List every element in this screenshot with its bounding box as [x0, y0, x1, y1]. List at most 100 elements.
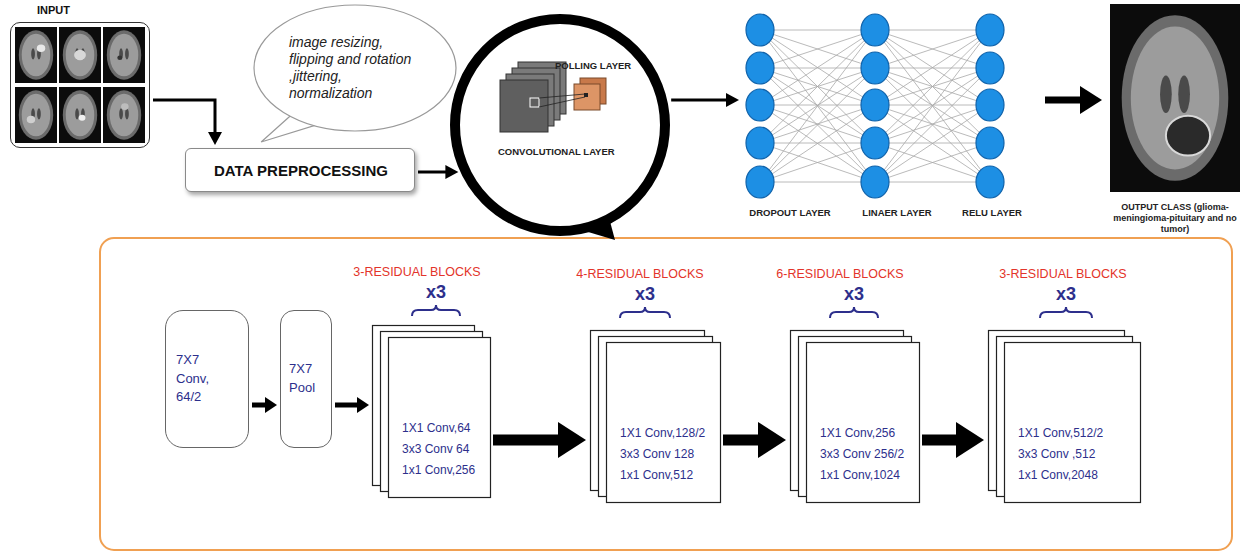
- layer-spec: 1X1 Conv,512/2: [1018, 423, 1103, 444]
- network-link: [760, 105, 875, 182]
- mri-ventricle: [1178, 75, 1190, 113]
- mri-lesion: [117, 56, 122, 61]
- network-link: [760, 105, 875, 182]
- conv-box-text: 7X7 Conv, 64/2: [176, 351, 228, 408]
- network-link: [875, 105, 990, 182]
- mri-background: [59, 87, 101, 143]
- network-link: [875, 68, 990, 182]
- network-link: [760, 30, 875, 105]
- network-link: [760, 105, 875, 143]
- network-link: [875, 30, 990, 68]
- mri-thumbnail: [59, 27, 101, 83]
- arrowhead: [445, 165, 458, 179]
- mri-ventricle: [125, 48, 129, 59]
- neuron: [976, 89, 1004, 121]
- layer-spec: 1X1 Conv,256: [820, 423, 904, 444]
- mri-skull: [63, 90, 97, 139]
- stage-heading: 6-RESIDUAL BLOCKS: [776, 267, 903, 281]
- output-caption: OUTPUT CLASS (glioma-meningioma-pituitar…: [1110, 202, 1240, 235]
- network-link: [875, 182, 990, 183]
- arrow-connector: [493, 422, 586, 458]
- layer-spec: 1x1 Conv,1024: [820, 465, 904, 486]
- mri-skull: [107, 30, 141, 79]
- network-link: [760, 30, 875, 68]
- mri-brain: [110, 34, 139, 77]
- arrow-connector: [335, 397, 369, 413]
- mri-scan: [1110, 4, 1240, 192]
- process-box-text: DATA PREPROCESSING: [214, 162, 388, 179]
- mri-thumbnail: [103, 27, 145, 83]
- arrowhead: [208, 132, 222, 145]
- callout-text: image resizing, flipping and rotation ,j…: [289, 34, 421, 102]
- neuron: [746, 52, 774, 84]
- neural-network-art: [745, 14, 1005, 198]
- input-panel-art: [11, 23, 151, 149]
- speech-bubble-text: image resizing, flipping and rotation ,j…: [289, 34, 421, 102]
- mri-brain: [110, 94, 139, 137]
- mri-background: [103, 87, 145, 143]
- residual-stage: 1X1 Conv,643x3 Conv 641x1 Conv,2563-RESI…: [372, 325, 490, 497]
- layer-spec: 1x1 Conv,256: [402, 460, 475, 481]
- layer-spec: 1x1 Conv,2048: [1018, 465, 1103, 486]
- layer-caption: CONVOLUTIONAL LAYER: [498, 146, 615, 157]
- speech-bubble: image resizing, flipping and rotation ,j…: [253, 4, 457, 132]
- layer-spec: 3x3 Conv ,512: [1018, 444, 1103, 465]
- network-link: [875, 30, 990, 182]
- mri-lesion: [37, 45, 45, 53]
- network-link: [875, 30, 990, 143]
- network-link: [875, 143, 990, 182]
- network-link: [760, 30, 875, 182]
- pool-cell: [584, 93, 588, 97]
- mri-background: [1110, 4, 1240, 192]
- projection-line: [539, 94, 585, 98]
- network-link: [760, 105, 875, 143]
- mri-background: [103, 27, 145, 83]
- network-link: [760, 143, 875, 182]
- layer-caption: DROPOUT LAYER: [749, 207, 830, 218]
- mri-background: [59, 27, 101, 83]
- callout-outline: [455, 19, 665, 231]
- layer-spec: 3x3 Conv 256/2: [820, 444, 904, 465]
- layer-spec: 1X1 Conv,128/2: [620, 423, 705, 444]
- residual-block: [607, 343, 721, 503]
- neuron: [861, 89, 889, 121]
- network-link: [760, 30, 875, 143]
- network-link: [875, 30, 990, 68]
- neuron: [746, 127, 774, 159]
- mri-thumbnail: [59, 87, 101, 143]
- bubble-outline: [254, 5, 456, 131]
- residual-block: [1005, 343, 1141, 503]
- network-link: [875, 105, 990, 143]
- mri-skull: [107, 90, 141, 139]
- arrowhead: [956, 422, 984, 458]
- output-image: OUTPUT CLASS (glioma-meningioma-pituitar…: [1110, 4, 1240, 192]
- neuron: [976, 127, 1004, 159]
- layer-caption: LINAER LAYER: [862, 207, 931, 218]
- kernel-window: [530, 98, 539, 107]
- repeat-count: x3: [426, 282, 446, 303]
- mri-lesion: [27, 116, 35, 124]
- connector-line: [1045, 97, 1083, 104]
- mri-background: [15, 87, 57, 143]
- network-link: [760, 30, 875, 68]
- neuron: [746, 14, 774, 46]
- residual-stage: 1X1 Conv,128/23x3 Conv 1281x1 Conv,5124-…: [590, 330, 720, 502]
- neuron: [976, 52, 1004, 84]
- mri-skull: [19, 90, 53, 139]
- layer-spec: 3x3 Conv 64: [402, 439, 475, 460]
- mri-background: [15, 27, 57, 83]
- residual-stage-text: 1X1 Conv,128/23x3 Conv 1281x1 Conv,512: [620, 423, 705, 486]
- network-link: [875, 105, 990, 143]
- cnn-callout-art: [450, 14, 670, 236]
- feature-map: [500, 80, 548, 132]
- input-panel: INPUT: [10, 22, 150, 148]
- residual-stage-text: 1X1 Conv,512/23x3 Conv ,5121x1 Conv,2048: [1018, 423, 1103, 486]
- network-link: [875, 105, 990, 182]
- conv-box: 7X7 Conv, 64/2: [165, 310, 249, 448]
- resnet-panel: [100, 238, 1232, 550]
- arrowhead: [558, 422, 586, 458]
- process-box: DATA PREPROCESSING: [185, 148, 415, 192]
- connector-line: [723, 435, 762, 446]
- mri-thumbnail: [103, 87, 145, 143]
- mri-ventricle: [31, 48, 35, 59]
